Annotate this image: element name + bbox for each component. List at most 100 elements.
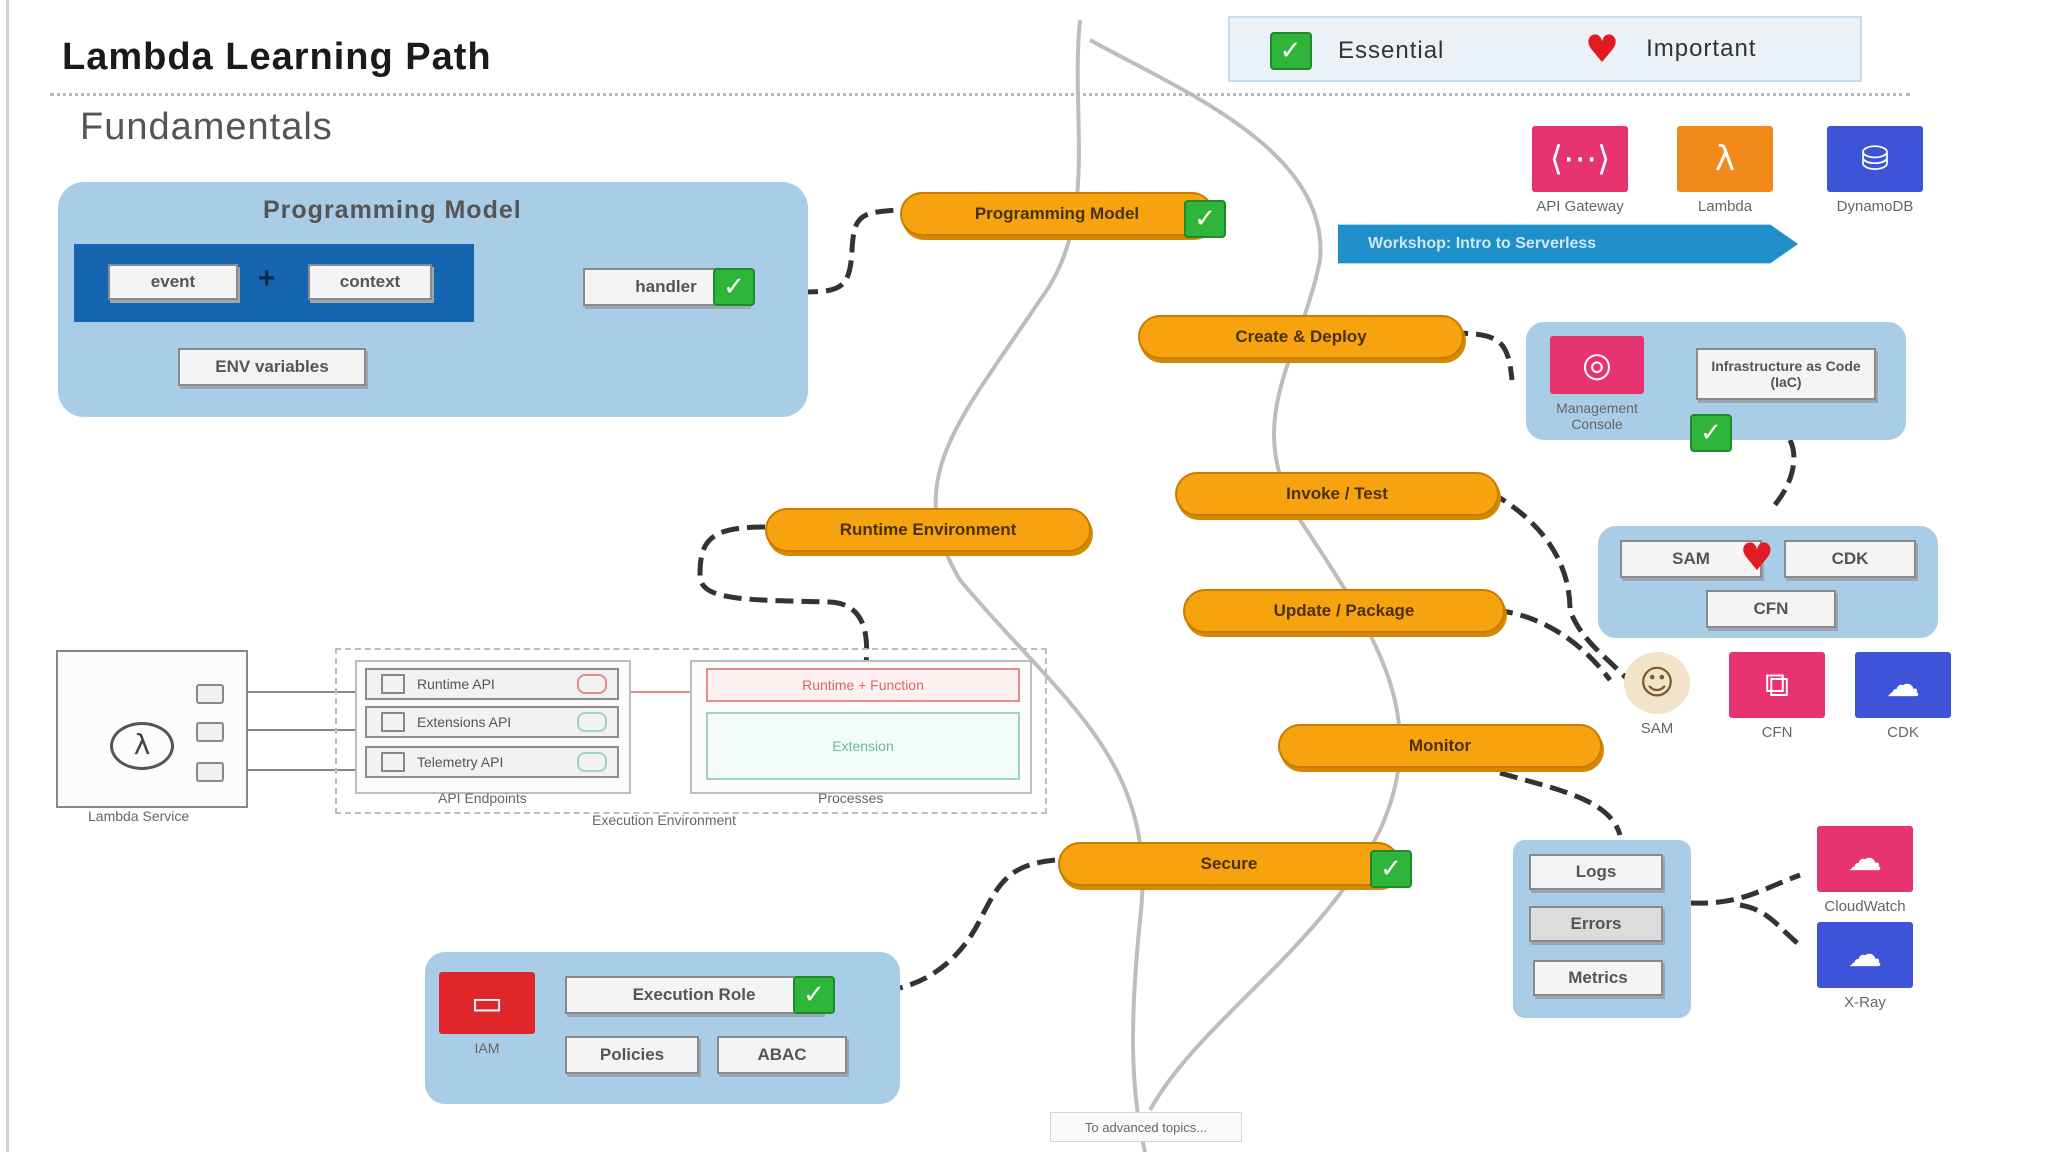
lambda-label: Lambda: [1697, 198, 1753, 215]
cloudformation-icon: ⧉: [1729, 652, 1825, 718]
programming-model-panel: Programming Model event + context ENV va…: [58, 182, 808, 417]
cdk-icon: ☁: [1855, 652, 1951, 718]
service-management-console: ◎ Management Console: [1532, 336, 1662, 432]
road-left-edge: [933, 19, 1147, 1152]
deploy-tools-panel: SAM ♥ CDK CFN: [1598, 526, 1938, 638]
extensions-api-row[interactable]: Extensions API: [365, 706, 619, 738]
check-icon: ✓: [1690, 414, 1732, 452]
dynamodb-label: DynamoDB: [1836, 198, 1914, 215]
step-secure-label: Secure: [1200, 854, 1258, 873]
connector-handler-to-step: [799, 207, 901, 295]
service-cdk: ☁ CDK: [1848, 652, 1958, 741]
handler-box[interactable]: handler ✓: [583, 268, 755, 306]
legend-important-label: Important: [1646, 35, 1757, 62]
execution-role-label: Execution Role: [632, 985, 756, 1004]
check-icon: ✓: [1270, 32, 1312, 70]
execution-role-box[interactable]: Execution Role ✓: [565, 976, 835, 1014]
endpoint-icon: [381, 712, 405, 732]
secure-panel: ▭ IAM Execution Role ✓ Policies ABAC: [425, 952, 900, 1104]
step-secure[interactable]: Secure ✓: [1058, 842, 1412, 888]
title-divider: [50, 93, 1910, 96]
sam-box-label: SAM: [1672, 549, 1710, 568]
policies-box[interactable]: Policies: [565, 1036, 699, 1074]
execution-environment-box: [335, 648, 1047, 814]
connector-monitor-panel-to-services: [1689, 872, 1802, 947]
cdk-label: CDK: [1887, 724, 1919, 741]
connector-update-to-sam: [1494, 607, 1612, 682]
heart-icon: ♥: [1739, 535, 1774, 579]
cdk-box[interactable]: CDK: [1784, 540, 1916, 578]
port-icon: [196, 762, 224, 782]
dynamodb-icon: ⛁: [1827, 126, 1923, 192]
lambda-icon: λ: [110, 722, 174, 770]
sam-box[interactable]: SAM ♥: [1620, 538, 1774, 578]
management-console-icon: ◎: [1550, 336, 1644, 394]
api-gateway-label: API Gateway: [1536, 198, 1624, 215]
errors-box[interactable]: Errors: [1529, 906, 1663, 942]
programming-model-title: Programming Model: [263, 196, 522, 224]
context-box[interactable]: context: [308, 264, 432, 300]
port-icon: [196, 684, 224, 704]
sam-label: SAM: [1640, 720, 1674, 737]
execution-environment-label: Execution Environment: [592, 812, 736, 828]
telemetry-api-label: Telemetry API: [417, 754, 504, 770]
xray-label: X-Ray: [1844, 994, 1886, 1011]
cfn-label: CFN: [1761, 724, 1793, 741]
legend-important: ♥ Important: [1585, 27, 1757, 71]
deploy-panel: ◎ Management Console Infrastructure as C…: [1526, 322, 1906, 452]
check-icon: ✓: [713, 268, 755, 306]
step-update-package[interactable]: Update / Package: [1183, 589, 1505, 633]
check-icon: ✓: [1184, 200, 1226, 238]
telemetry-api-row[interactable]: Telemetry API: [365, 746, 619, 778]
step-runtime-environment[interactable]: Runtime Environment: [765, 508, 1091, 552]
cloudwatch-label: CloudWatch: [1824, 898, 1906, 915]
event-box[interactable]: event: [108, 264, 238, 300]
metrics-box[interactable]: Metrics: [1533, 960, 1663, 996]
step-monitor[interactable]: Monitor: [1278, 724, 1602, 768]
env-variables-box[interactable]: ENV variables: [178, 348, 366, 386]
lambda-service-label: Lambda Service: [88, 808, 190, 824]
legend: ✓ Essential ♥ Important: [1228, 16, 1862, 82]
step-programming-model[interactable]: Programming Model ✓: [900, 192, 1226, 238]
page-title: Lambda Learning Path: [62, 36, 492, 78]
port-icon: [196, 722, 224, 742]
connector-monitor-to-panel: [1499, 770, 1623, 836]
handler-label: handler: [635, 277, 697, 296]
abac-box[interactable]: ABAC: [717, 1036, 847, 1074]
check-icon: ✓: [793, 976, 835, 1014]
management-console-label: Management Console: [1556, 400, 1638, 432]
cloudwatch-icon: ☁: [1817, 826, 1913, 892]
service-dynamodb: ⛁ DynamoDB: [1805, 126, 1945, 215]
xray-icon: ☁: [1817, 922, 1913, 988]
step-programming-model-label: Programming Model: [974, 204, 1140, 223]
api-gateway-icon: ⟨⋯⟩: [1532, 126, 1628, 192]
service-iam: ▭ IAM: [439, 972, 535, 1056]
link-icon: [577, 674, 607, 694]
check-icon: ✓: [1370, 850, 1412, 888]
legend-essential: ✓ Essential: [1270, 32, 1444, 70]
heart-icon: ♥: [1585, 27, 1621, 71]
step-create-deploy[interactable]: Create & Deploy: [1138, 315, 1464, 359]
section-title: Fundamentals: [80, 106, 333, 148]
iac-box[interactable]: Infrastructure as Code (IaC): [1696, 348, 1876, 400]
plus-sign: +: [258, 262, 276, 295]
runtime-api-row[interactable]: Runtime API: [365, 668, 619, 700]
next-topics-link[interactable]: To advanced topics...: [1050, 1112, 1242, 1142]
cfn-box[interactable]: CFN: [1706, 590, 1836, 628]
service-lambda: λ Lambda: [1665, 126, 1785, 215]
step-invoke-test[interactable]: Invoke / Test: [1175, 472, 1499, 516]
link-icon: [577, 752, 607, 772]
extension-box[interactable]: Extension: [706, 712, 1020, 780]
service-cfn: ⧉ CFN: [1722, 652, 1832, 741]
connector-secure-to-panel: [899, 857, 1056, 991]
iam-icon: ▭: [439, 972, 535, 1034]
logs-box[interactable]: Logs: [1529, 854, 1663, 890]
api-endpoints-label: API Endpoints: [438, 790, 527, 806]
left-border: [6, 0, 9, 1152]
runtime-function-box[interactable]: Runtime + Function: [706, 668, 1020, 702]
extensions-api-label: Extensions API: [417, 714, 512, 730]
processes-label: Processes: [818, 790, 884, 806]
workshop-banner[interactable]: Workshop: Intro to Serverless: [1338, 224, 1798, 264]
legend-essential-label: Essential: [1338, 37, 1445, 64]
service-cloudwatch: ☁ CloudWatch: [1800, 826, 1930, 915]
